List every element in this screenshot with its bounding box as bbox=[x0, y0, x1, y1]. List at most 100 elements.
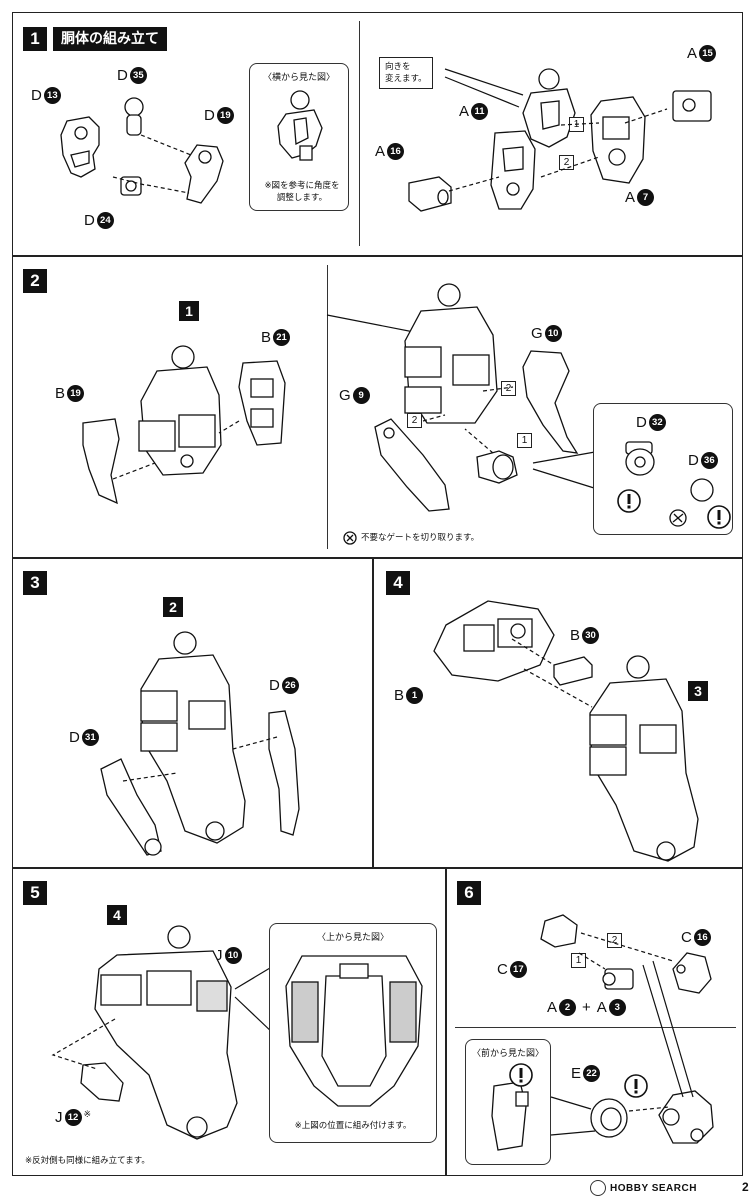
assembly-lines bbox=[511, 638, 593, 708]
order-marker-2b: 2 bbox=[407, 413, 422, 428]
order-marker-2a: 2 bbox=[501, 381, 516, 396]
page-number: 2 bbox=[742, 1180, 749, 1194]
zoom-leader bbox=[326, 314, 420, 334]
part-d24-drawing bbox=[120, 176, 142, 196]
torso-assembly-zoom-drawing bbox=[404, 283, 498, 424]
torso-assembly-drawing bbox=[94, 925, 238, 1140]
divider bbox=[359, 21, 360, 246]
order-marker-1: 1 bbox=[571, 953, 586, 968]
divider bbox=[327, 265, 328, 549]
gate-note: 不要なゲートを切り取ります。 bbox=[361, 533, 480, 543]
step-number: 4 bbox=[386, 571, 410, 595]
warning-icon bbox=[509, 1063, 533, 1087]
subassembly-ref: 3 bbox=[688, 681, 708, 701]
inset-title: 〈横から見た図〉 bbox=[262, 73, 335, 83]
inset-note: ※上図の位置に組み付けます。 bbox=[294, 1121, 412, 1131]
inset-title: 〈上から見た図〉 bbox=[316, 933, 389, 943]
step-title: 胴体の組み立て bbox=[53, 27, 167, 51]
subassembly-ref: 2 bbox=[163, 597, 183, 617]
inset-note: ※図を参考に角度を調整します。 bbox=[264, 181, 340, 203]
part-torso-drawing bbox=[522, 68, 576, 148]
part-a7-drawing bbox=[590, 96, 646, 184]
torso-assembly-drawing bbox=[140, 631, 246, 844]
warning-icon bbox=[617, 489, 641, 513]
part-c17-drawing bbox=[540, 914, 578, 948]
part-b30-drawing bbox=[553, 656, 593, 686]
part-b21-drawing bbox=[238, 360, 286, 446]
top-view-drawing bbox=[285, 955, 423, 1107]
part-d26-drawing bbox=[268, 710, 300, 836]
step-number: 5 bbox=[23, 881, 47, 905]
head-assembly-drawing bbox=[658, 1090, 714, 1144]
brand-watermark: HOBBY SEARCH bbox=[590, 1180, 697, 1196]
torso-assembly-drawing bbox=[138, 345, 222, 476]
inset-title: 〈前から見た図〉 bbox=[471, 1049, 544, 1059]
order-marker-1: 1 bbox=[517, 433, 532, 448]
rotate-callout: 向きを変えます。 bbox=[379, 57, 433, 89]
warning-icon bbox=[707, 505, 731, 529]
assembly-lines bbox=[112, 420, 240, 480]
assembly-lines bbox=[122, 736, 278, 782]
part-head-core-drawing bbox=[602, 968, 634, 990]
assembly-lines bbox=[112, 134, 192, 194]
step-number: 3 bbox=[23, 571, 47, 595]
step-number: 2 bbox=[23, 269, 47, 293]
torso-assembly-drawing bbox=[589, 655, 699, 862]
part-d35-drawing bbox=[124, 97, 144, 136]
assembly-lines bbox=[51, 964, 276, 1070]
part-g10-drawing bbox=[522, 350, 579, 454]
mirror-note: ※反対側も同様に組み立てます。 bbox=[25, 1156, 150, 1166]
subassembly-ref: 1 bbox=[179, 301, 199, 321]
top-view-inset: 〈上から見た図〉 ※上図の位置に組み付けます。 bbox=[269, 923, 437, 1143]
part-c16-drawing bbox=[672, 952, 712, 994]
front-view-inset: 〈前から見た図〉 bbox=[465, 1039, 551, 1165]
subassembly-ref: 4 bbox=[107, 905, 127, 925]
part-d36-drawing bbox=[690, 478, 714, 502]
part-e22-drawing bbox=[590, 1098, 628, 1138]
nipper-icon bbox=[669, 509, 687, 527]
part-b19-drawing bbox=[82, 418, 120, 505]
assembly-lines-right bbox=[448, 108, 668, 192]
callout-leader bbox=[444, 68, 524, 108]
part-b1-drawing bbox=[433, 600, 555, 682]
side-view-drawing bbox=[277, 90, 323, 161]
assembly-lines bbox=[550, 960, 694, 1136]
part-a15-drawing bbox=[672, 90, 712, 122]
part-a16-drawing bbox=[408, 176, 452, 212]
warning-icon bbox=[624, 1074, 648, 1098]
part-d32-drawing bbox=[625, 441, 655, 476]
order-marker-2: 2 bbox=[559, 155, 574, 170]
part-joint-drawing bbox=[476, 450, 518, 484]
part-a11-drawing bbox=[490, 130, 536, 210]
side-view-inset: 〈横から見た図〉 ※図を参考に角度を調整します。 bbox=[249, 63, 349, 211]
step-number: 1 bbox=[23, 27, 47, 51]
part-d31-drawing bbox=[100, 758, 162, 856]
part-d19-drawing bbox=[184, 144, 224, 204]
step-number: 6 bbox=[457, 881, 481, 905]
